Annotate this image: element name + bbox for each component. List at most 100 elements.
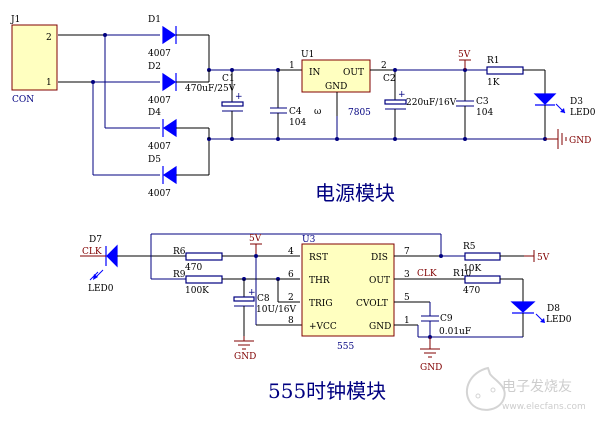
led-d8[interactable]: D8 LED0 bbox=[510, 301, 572, 325]
diode-triangle bbox=[162, 118, 177, 138]
resistor-value: 100K bbox=[185, 286, 209, 296]
diode-ref: D1 bbox=[148, 15, 161, 25]
regulator-pin-gnd: GND bbox=[325, 82, 347, 92]
pin-name-thr: THR bbox=[309, 276, 330, 286]
capacitor-ref: C4 bbox=[289, 107, 302, 117]
pin-num-2: 2 bbox=[288, 293, 294, 303]
capacitor-value: 104 bbox=[476, 108, 493, 118]
junction-dot bbox=[103, 33, 107, 37]
resistor-value: 470 bbox=[463, 286, 480, 296]
connector-body bbox=[11, 24, 58, 91]
pin-name-trig: TRIG bbox=[309, 299, 333, 309]
watermark: 电子发烧友 www.elecfans.com bbox=[465, 366, 586, 412]
junction-dot bbox=[230, 137, 234, 141]
led-value: LED0 bbox=[570, 108, 596, 118]
clock-module: D7 LED0 CLK R6 470 R9 100K 5V bbox=[80, 233, 572, 403]
regulator-ref: U1 bbox=[301, 50, 314, 60]
connector-pin-2: 2 bbox=[46, 33, 52, 43]
capacitor-plate-positive bbox=[233, 296, 255, 302]
connector-j1[interactable]: J1 CON 2 1 bbox=[10, 15, 58, 105]
capacitor-c1[interactable]: + C1 470uF/25V bbox=[185, 68, 244, 141]
pin-name-rst: RST bbox=[309, 253, 328, 263]
capacitor-ref: C8 bbox=[257, 294, 270, 304]
capacitor-plate-positive bbox=[384, 99, 407, 105]
led-ref: D3 bbox=[570, 97, 583, 107]
capacitor-polarity: + bbox=[398, 90, 406, 100]
capacitor-polarity: + bbox=[235, 92, 243, 102]
resistor-body bbox=[185, 252, 223, 261]
led-emission-arrow bbox=[89, 271, 99, 281]
timer-ic-u3[interactable]: U3 555 RST THR TRIG +VCC 4 6 2 8 DIS OUT… bbox=[288, 235, 410, 352]
pin-num-3: 3 bbox=[404, 270, 410, 280]
pin-num-8: 8 bbox=[288, 316, 294, 326]
diode-d2[interactable]: D2 4007 bbox=[148, 62, 177, 106]
led-value: LED0 bbox=[546, 315, 572, 325]
diode-d4[interactable]: D4 4007 bbox=[148, 108, 177, 152]
led-value: LED0 bbox=[88, 284, 114, 294]
capacitor-ref: C9 bbox=[440, 314, 453, 324]
connector-pin-1: 1 bbox=[46, 78, 52, 88]
timer-ic-body bbox=[301, 243, 395, 337]
pin-name-vcc: +VCC bbox=[309, 322, 337, 332]
capacitor-value: 0.01uF bbox=[439, 327, 471, 337]
pin-num-7: 7 bbox=[404, 247, 410, 257]
watermark-url: www.elecfans.com bbox=[502, 402, 586, 412]
regulator-pin-out: OUT bbox=[343, 68, 364, 78]
resistor-body bbox=[464, 252, 501, 261]
pin-name-dis: DIS bbox=[371, 253, 388, 263]
junction-dot bbox=[91, 80, 95, 84]
capacitor-c9[interactable]: C9 0.01uF bbox=[421, 314, 471, 337]
timer-ic-part: 555 bbox=[337, 342, 354, 352]
capacitor-c4[interactable]: C4 104 bbox=[270, 68, 306, 141]
pin-num-6: 6 bbox=[288, 270, 294, 280]
diode-value: 4007 bbox=[148, 96, 171, 106]
ground-label: GND bbox=[234, 352, 256, 362]
junction-dot bbox=[230, 68, 234, 72]
net-label-clk: CLK bbox=[417, 269, 437, 279]
ground-label: GND bbox=[569, 136, 591, 146]
pin-name-cvolt: CVOLT bbox=[356, 299, 388, 309]
resistor-r1[interactable]: R1 1K bbox=[486, 56, 524, 88]
regulator-u1[interactable]: U1 1 2 IN OUT GND ω 7805 bbox=[278, 50, 395, 141]
junction-dot bbox=[393, 137, 397, 141]
resistor-value: 470 bbox=[185, 263, 202, 273]
led-d7[interactable]: D7 LED0 bbox=[88, 235, 118, 294]
timer-ic-ref: U3 bbox=[302, 235, 316, 245]
pin-num-5: 5 bbox=[404, 293, 410, 303]
resistor-r9[interactable]: R9 100K bbox=[173, 270, 223, 296]
watermark-logo-dot bbox=[490, 387, 496, 393]
regulator-part: 7805 bbox=[348, 108, 371, 118]
power-port-5v: 5V bbox=[249, 234, 262, 256]
diode-d5[interactable]: D5 4007 bbox=[148, 155, 177, 199]
capacitor-plate-positive bbox=[221, 101, 244, 107]
regulator-body bbox=[301, 59, 371, 93]
junction-dot bbox=[463, 137, 467, 141]
resistor-body bbox=[185, 275, 223, 284]
led-triangle bbox=[510, 301, 536, 313]
resistor-ref: R10 bbox=[453, 269, 472, 279]
power-module-title: 电源模块 bbox=[315, 181, 395, 205]
led-d3[interactable]: D3 LED0 bbox=[533, 93, 596, 118]
capacitor-c2[interactable]: + C2 220uF/16V bbox=[383, 68, 457, 141]
net-label-clk: CLK bbox=[82, 247, 102, 257]
capacitor-polarity: + bbox=[248, 288, 256, 298]
resistor-ref: R6 bbox=[173, 247, 186, 257]
capacitor-value: 104 bbox=[289, 118, 306, 128]
resistor-ref: R9 bbox=[173, 270, 186, 280]
ground-symbol: GND bbox=[545, 129, 591, 149]
power-port-5v: 5V bbox=[524, 250, 550, 263]
capacitor-c3[interactable]: C3 104 bbox=[456, 68, 493, 141]
power-port-label: 5V bbox=[458, 50, 471, 60]
watermark-logo-dot bbox=[475, 393, 481, 399]
power-port-label: 5V bbox=[249, 234, 262, 244]
capacitor-ref: C3 bbox=[476, 97, 489, 107]
capacitor-c8[interactable]: + C8 10U/16V bbox=[233, 279, 297, 336]
resistor-ref: R1 bbox=[487, 56, 500, 66]
capacitor-ref: C2 bbox=[383, 74, 396, 84]
led-triangle bbox=[533, 93, 557, 105]
diode-d1[interactable]: D1 4007 bbox=[148, 15, 177, 59]
regulator-gnd-pin-num: ω bbox=[314, 107, 321, 117]
capacitor-value: 10U/16V bbox=[256, 305, 297, 315]
resistor-value: 10K bbox=[463, 264, 481, 274]
